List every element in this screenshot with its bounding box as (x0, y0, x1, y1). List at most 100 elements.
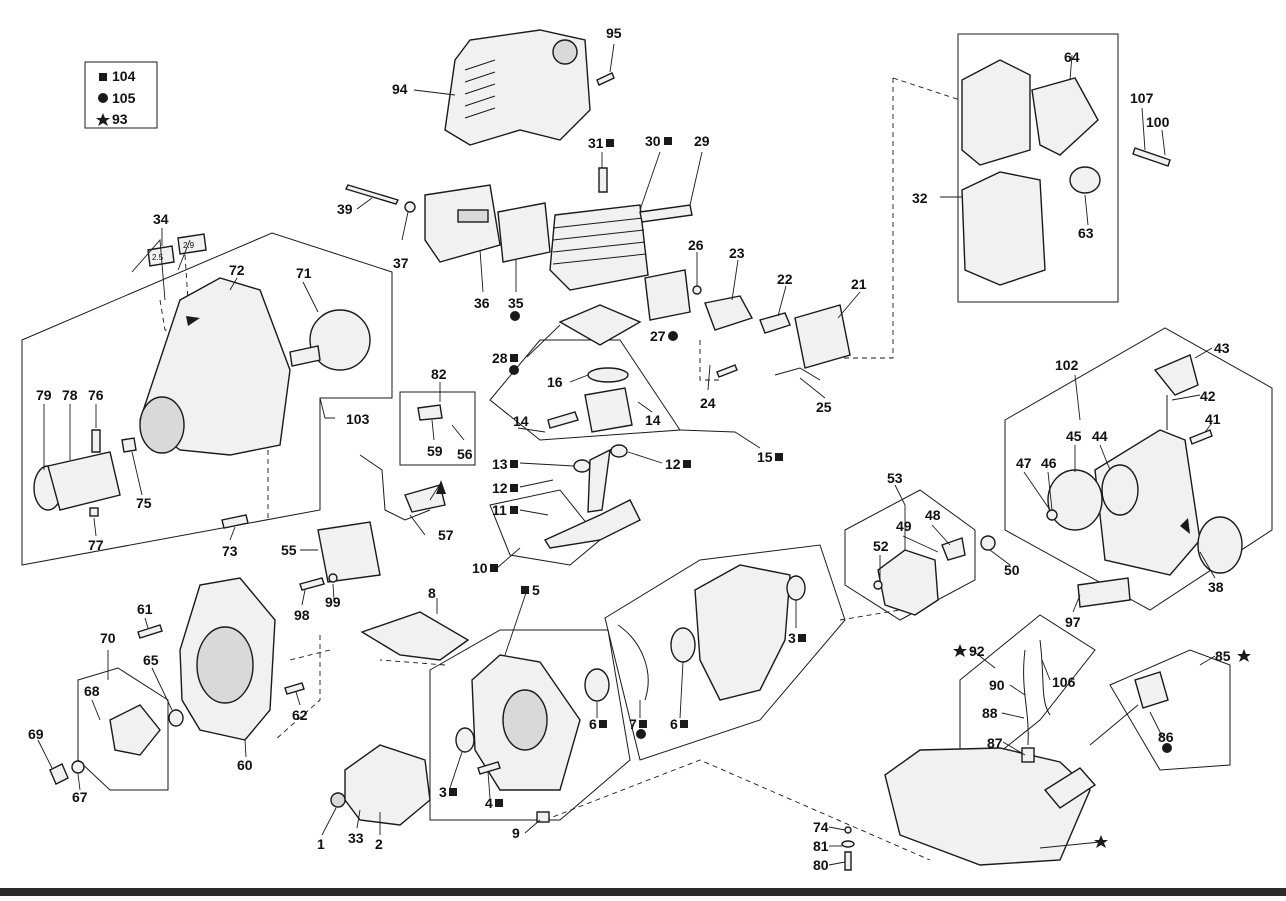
callout-22: 22 (777, 271, 793, 287)
square-marker-icon (680, 720, 688, 728)
ignition-coil-part (317, 521, 381, 583)
callout-35: 35 (508, 295, 524, 311)
callout-16: 16 (547, 374, 563, 390)
fuel-cap-part (1134, 671, 1169, 709)
callout-94: 94 (392, 81, 408, 97)
callout-65: 65 (143, 652, 159, 668)
callout-103: 103 (346, 411, 370, 427)
crankcase-right-part (694, 564, 791, 701)
crankcase-right-group-box (604, 544, 846, 761)
clutch-housing-group-box (21, 232, 393, 566)
parts: 2.5 2.9 (33, 29, 1243, 871)
callout-68: 68 (84, 683, 100, 699)
crankshaft-group-box (489, 489, 601, 566)
part-labels: 94 95 39 37 36 35 31 30 29 26 23 22 21 2… (28, 25, 1251, 873)
callout-2: 2 (375, 836, 383, 852)
callout-62: 62 (292, 707, 308, 723)
square-marker-icon (606, 139, 614, 147)
callout-43: 43 (1214, 340, 1230, 356)
callout-48: 48 (925, 507, 941, 523)
callout-14-left: 14 (513, 413, 529, 429)
square-marker-icon (510, 484, 518, 492)
callout-77: 77 (88, 537, 104, 553)
callout-92: 92 (969, 643, 985, 659)
callout-15: 15 (757, 449, 773, 465)
pawl-48-part (941, 537, 966, 561)
part-74 (844, 826, 852, 834)
callout-70: 70 (100, 630, 116, 646)
bearing-6a-part (584, 668, 610, 702)
callout-64: 64 (1064, 49, 1080, 65)
callout-102: 102 (1055, 357, 1079, 373)
flywheel-part (344, 744, 431, 826)
screw-41-part (1189, 429, 1213, 445)
washer-65-part (168, 709, 184, 727)
circle-marker-icon (510, 311, 520, 321)
callout-60: 60 (237, 757, 253, 773)
callout-74: 74 (813, 819, 829, 835)
air-filter-element-part (1031, 77, 1099, 156)
screw-107-part (1132, 147, 1171, 167)
callout-72: 72 (229, 262, 245, 278)
callout-30: 30 (645, 133, 661, 149)
spark-plug-part (639, 204, 693, 223)
square-marker-icon (798, 634, 806, 642)
callout-73: 73 (222, 543, 238, 559)
callout-98: 98 (294, 607, 310, 623)
bolt-69-part (49, 763, 69, 785)
plate-8-part (360, 611, 470, 661)
square-marker-icon (599, 720, 607, 728)
stop-switch-part (417, 404, 443, 421)
star-marker-icon (1237, 649, 1251, 662)
callout-3-left: 3 (439, 784, 447, 800)
flywheel-group-box (844, 489, 976, 621)
decal-29-part (177, 233, 207, 255)
air-filter-cover-part (961, 59, 1031, 166)
circlip-75-part (121, 437, 137, 453)
callout-29: 29 (694, 133, 710, 149)
screw-95-part (596, 72, 615, 86)
star-marker-icon (96, 113, 110, 126)
muffler-gasket-part (497, 202, 551, 263)
square-marker-icon (490, 564, 498, 572)
screw-76-part (91, 429, 101, 453)
screw-4-part (477, 761, 501, 775)
needle-bearing-part (573, 459, 591, 473)
callout-28: 28 (492, 350, 508, 366)
callout-75: 75 (136, 495, 152, 511)
circle-marker-icon (1162, 743, 1172, 753)
muffler-part (424, 184, 501, 263)
arrow-icon (1180, 518, 1190, 534)
callout-6-left: 6 (589, 716, 597, 732)
callout-41: 41 (1205, 411, 1221, 427)
group-outlines (21, 33, 1273, 821)
callout-5: 5 (532, 582, 540, 598)
callout-50: 50 (1004, 562, 1020, 578)
air-filter-base-part (961, 171, 1046, 286)
callout-88: 88 (982, 705, 998, 721)
seal-3c-part (786, 575, 806, 601)
callout-46: 46 (1041, 455, 1057, 471)
crankcase-group-box (429, 629, 631, 821)
callout-90: 90 (989, 677, 1005, 693)
screw-61-part (137, 624, 163, 639)
callout-69: 69 (28, 726, 44, 742)
bottom-border (0, 888, 1286, 896)
starter-group-box (1004, 327, 1273, 611)
legend-square-value: 104 (112, 68, 136, 84)
connecting-rod-part (587, 448, 611, 513)
starter-handle-part (1153, 354, 1199, 396)
callout-76: 76 (88, 387, 104, 403)
callout-11: 11 (492, 502, 507, 518)
callout-38: 38 (1208, 579, 1224, 595)
screw-62-part (284, 682, 305, 695)
callout-81: 81 (813, 838, 829, 854)
fuel-hose-part (1023, 649, 1029, 746)
callout-71: 71 (296, 265, 312, 281)
nut-1-part (330, 792, 346, 808)
square-marker-icon (449, 788, 457, 796)
piston-pin-part (547, 411, 579, 429)
arrow-icon (436, 480, 446, 494)
circle-marker-icon (509, 365, 519, 375)
